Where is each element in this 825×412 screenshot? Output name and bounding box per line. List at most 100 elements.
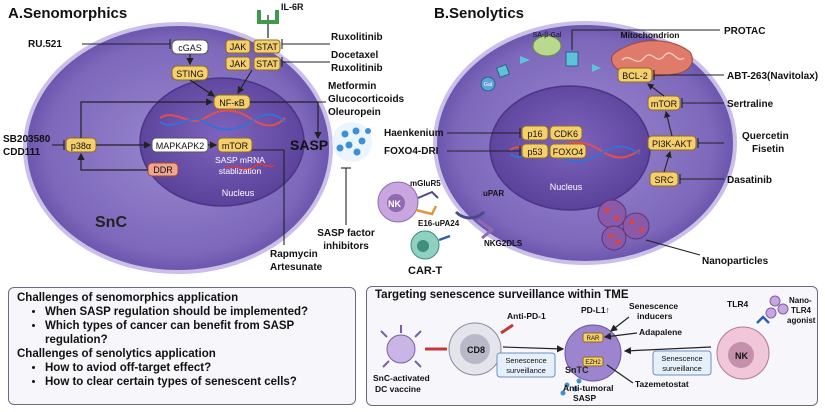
node-ezh2: EZH2 (585, 360, 601, 366)
panel-a-inhibitions (52, 39, 351, 245)
label-inducers-1: Senescence (629, 301, 678, 311)
cd8-cell-icon (448, 322, 502, 376)
node-jak-1: JAK (230, 42, 247, 52)
node-mtor: mTOR (222, 141, 249, 151)
label-sasp-mrna: SASP mRNA (215, 155, 265, 165)
label-mitochondrion: Mitochondrion (620, 30, 679, 40)
label-upar: uPAR (483, 189, 504, 198)
drug-abt263: ABT-263(Navitolax) (727, 71, 818, 82)
label-nk-b: NK (388, 199, 401, 209)
node-ddr: DDR (153, 165, 173, 175)
sasp-particles-icon (332, 122, 372, 162)
label-nano-2: TLR4 (791, 306, 812, 315)
panel-b-title: B.Senolytics (434, 5, 524, 22)
drug-ru521: RU.521 (28, 39, 62, 50)
tme-diagram: SnC-activated DC vaccine CD8 Anti-PD-1 S… (373, 295, 816, 403)
node-p16: p16 (527, 129, 542, 139)
node-rar: RAR (587, 336, 600, 342)
drug-foxo4dri: FOXO4-DRI (384, 146, 439, 157)
label-surveillance-2b: surveillance (662, 364, 702, 373)
node-mtor-b: mTOR (651, 99, 678, 109)
panel-b-nodes: SA-β-Gal Gal Mitochondrion BCL-2 mTOR PI… (480, 30, 697, 192)
label-snc: SnC (95, 214, 127, 231)
label-tlr4: TLR4 (727, 299, 749, 309)
challenges-list-1: When SASP regulation should be implement… (17, 305, 347, 347)
node-mapkapk2: MAPKAPK2 (156, 141, 205, 151)
drug-nanoparticles: Nanoparticles (702, 256, 769, 267)
drug-ruxolitinib-2: Ruxolitinib (331, 63, 383, 74)
drug-sasp-inhibitors-2: inhibitors (323, 241, 369, 252)
drug-fisetin: Fisetin (752, 144, 784, 155)
drug-docetaxel: Docetaxel (331, 50, 378, 61)
node-sabgal: SA-β-Gal (533, 32, 562, 39)
label-e16: E16-uPA24 (418, 219, 460, 228)
drug-sasp-inhibitors-1: SASP factor (317, 228, 375, 239)
label-inducers-2: inducers (637, 311, 673, 321)
label-cd8: CD8 (467, 345, 485, 355)
label-nk-tme: NK (735, 351, 748, 361)
label-antitumoral-2: SASP (573, 393, 596, 403)
label-antitumoral-1: Anti-tumoral (563, 383, 614, 393)
node-p53: p53 (527, 147, 542, 157)
label-mglur5: mGluR5 (410, 179, 441, 188)
label-nano-1: Nano- (789, 296, 812, 305)
panel-a-nodes: cGAS STING JAK STAT JAK STAT NF-κB p38α … (65, 39, 328, 231)
label-car-t: CAR-T (408, 265, 442, 277)
label-dc-1: SnC-activated (373, 373, 430, 383)
nano-tlr4-agonist-icon (765, 295, 789, 319)
drug-glucocorticoids: Glucocorticoids (328, 94, 405, 105)
drug-artesunate: Artesunate (270, 262, 323, 273)
label-nucleus-b: Nucleus (550, 182, 583, 192)
label-pdl1: PD-L1↑ (581, 305, 610, 315)
node-p38: p38α (71, 141, 91, 151)
node-sting: STING (176, 69, 204, 79)
label-sntc: SnTC (565, 365, 589, 375)
nanoparticles-icon (597, 199, 650, 251)
node-gal: Gal (484, 82, 493, 88)
panel-b-immune: NK mGluR5 uPAR E16-uPA24 NKG2DLS CAR-T (377, 179, 523, 277)
label-sasp: SASP (290, 137, 328, 153)
panel-a-drugs: RU.521 Ruxolitinib Docetaxel Ruxolitinib… (3, 32, 405, 273)
node-pi3k-akt: PI3K-AKT (652, 139, 693, 149)
challenges-box: Challenges of senomorphics application W… (8, 287, 356, 405)
drug-ruxolitinib-1: Ruxolitinib (331, 32, 383, 43)
label-dc-2: DC vaccine (375, 384, 421, 394)
node-cgas: cGAS (178, 43, 202, 53)
drug-dasatinib: Dasatinib (727, 175, 772, 186)
drug-tazemetostat: Tazemetostat (635, 379, 689, 389)
label-nucleus-a: Nucleus (222, 188, 255, 198)
node-stat-1: STAT (256, 42, 278, 52)
challenge-item: How to clear certain types of senescent … (45, 375, 347, 389)
label-stabilization: stablization (219, 166, 262, 176)
challenges-heading-2: Challenges of senolytics application (17, 348, 216, 360)
node-bcl2: BCL-2 (622, 71, 648, 81)
nk-cell-tme-icon (716, 326, 770, 380)
il6r-receptor-icon: IL-6R (257, 2, 304, 24)
drug-sertraline: Sertraline (727, 99, 774, 110)
mitochondrion-icon (611, 40, 693, 77)
node-foxo4: FOXO4 (553, 147, 584, 157)
label-nkg2dls: NKG2DLS (484, 239, 523, 248)
node-stat-2: STAT (256, 59, 278, 69)
drug-quercetin: Quercetin (742, 131, 789, 142)
tme-title: Targeting senescence surveillance within… (375, 289, 629, 301)
challenges-list-2: How to aviod off-target effect? How to c… (17, 361, 347, 389)
label-surveillance-1a: Senescence (505, 356, 546, 365)
panel-b-arrows (447, 29, 724, 256)
drug-sb203580: SB203580 (3, 134, 51, 145)
tme-box: Targeting senescence surveillance within… (366, 286, 818, 406)
drug-metformin: Metformin (328, 81, 376, 92)
drug-rapmycin: Rapmycin (270, 249, 318, 260)
node-nfkb: NF-κB (219, 98, 245, 108)
label-anti-pd1: Anti-PD-1 (507, 311, 546, 321)
challenges-heading-1: Challenges of senomorphics application (17, 292, 239, 304)
drug-haenkenium: Haenkenium (384, 128, 444, 139)
label-nano-3: agonist (787, 316, 816, 325)
label-il6r: IL-6R (281, 2, 304, 12)
drug-oleuropein: Oleuropein (328, 107, 381, 118)
drug-adapalene: Adapalene (639, 327, 682, 337)
panel-a-title: A.Senomorphics (8, 5, 127, 22)
node-src: SRC (654, 175, 674, 185)
challenge-item: How to aviod off-target effect? (45, 361, 347, 375)
node-jak-2: JAK (230, 59, 247, 69)
